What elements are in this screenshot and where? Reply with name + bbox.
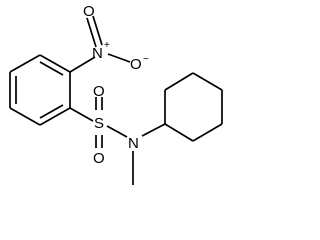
s-n-bond [106, 125, 128, 138]
structure-canvas: N + O O − S O O N [9, 3, 223, 185]
n-o-double-bond [86, 17, 97, 48]
nitro-group: N + O O − [69, 3, 149, 73]
chemical-structure: N + O O − S O O N [9, 3, 223, 185]
c-s-bond [69, 107, 94, 122]
sulfonyl-group: S O O [69, 83, 128, 167]
nitro-oxygen-top-label: O [83, 3, 95, 20]
ring-bond [9, 107, 41, 126]
ring-bond [164, 72, 194, 91]
ring-bond [164, 123, 194, 142]
nitro-oxygen-right-label: O [130, 56, 142, 73]
sulfur-label: S [94, 115, 104, 132]
nitro-minus-charge: − [143, 54, 149, 65]
sulfonyl-oxygen-top-label: O [93, 83, 105, 100]
n-o-double-bond [92, 15, 103, 46]
sulfonyl-oxygen-bottom-label: O [93, 150, 105, 167]
ring-bond [192, 123, 223, 142]
amine-nitrogen-label: N [128, 135, 139, 152]
ring-double-bond [39, 61, 64, 76]
cyclohexane-ring [164, 72, 223, 142]
ring-bond [9, 54, 41, 73]
benzene-ring [9, 54, 71, 126]
amine-group: N [128, 123, 166, 185]
n-o-bond [107, 53, 131, 63]
c-n-bond [69, 56, 96, 73]
nitro-nitrogen-label: N [92, 45, 103, 62]
ring-bond [39, 107, 71, 126]
nitro-plus-charge: + [104, 40, 110, 51]
ring-bond [192, 72, 223, 91]
ring-bond [39, 54, 71, 73]
n-cyclohexyl-bond [141, 123, 166, 137]
ring-double-bond [39, 104, 64, 119]
